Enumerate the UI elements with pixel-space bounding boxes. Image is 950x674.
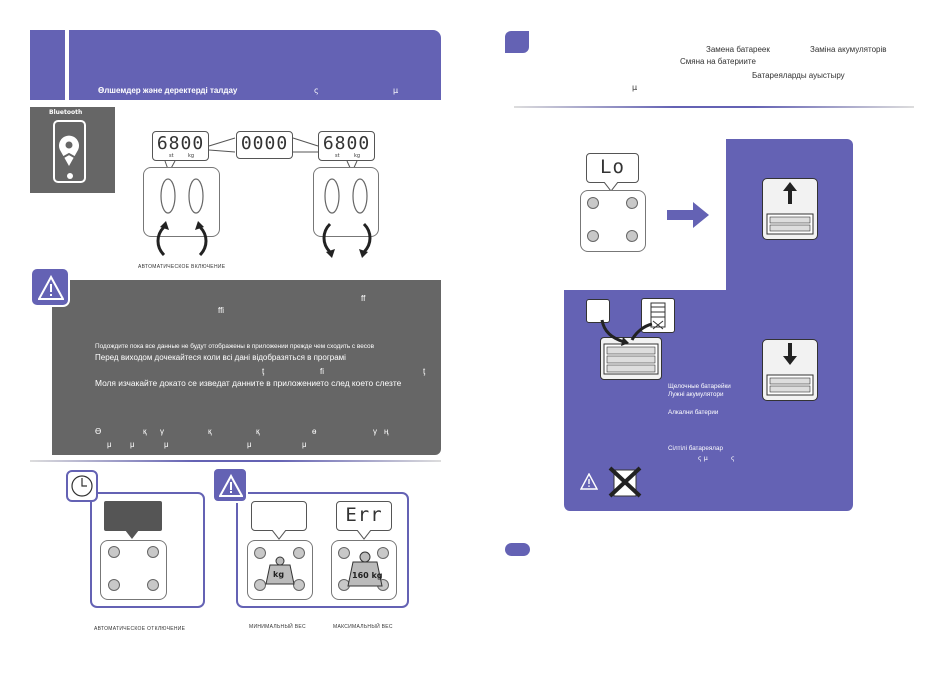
warning-box (52, 280, 441, 455)
arrows-down-icon (322, 222, 372, 258)
warning-triangle-icon (219, 474, 243, 497)
scale-footprints-on (143, 167, 220, 237)
scale-low-battery (580, 190, 646, 252)
right-header-frag: μ (632, 83, 638, 92)
blank-dark-display (104, 501, 162, 531)
warning-frag: fi (320, 367, 324, 376)
insert-arrows-icon (600, 319, 653, 346)
warning-kz-char: μ (247, 440, 252, 449)
warning-kz-char: γ (160, 427, 164, 436)
right-header-tab (505, 31, 529, 53)
battery-compartment-insert (600, 337, 662, 380)
scale-auto-off (100, 540, 167, 600)
battery-type-uk: Лужні акумулятори (668, 391, 724, 398)
batteries-icon (766, 213, 814, 235)
warning-kz-char: μ (130, 440, 135, 449)
battery-type-ru: Щелочные батарейки (668, 383, 731, 390)
lcd-blank-min (251, 501, 307, 531)
clock-badge (66, 470, 98, 502)
bluetooth-panel: Bluetooth (30, 107, 115, 193)
lcd-low-battery: Lo (586, 153, 639, 183)
display-pointer (272, 530, 286, 540)
auto-off-caption: АВТОМАТИЧЕСКОЕ ОТКЛЮЧЕНИЕ (94, 626, 186, 632)
auto-off-panel (90, 492, 205, 608)
warning-kz-char: Ө (95, 427, 102, 436)
right-header-ru: Замена батареек (706, 45, 770, 54)
warning-kz-char: μ (164, 440, 169, 449)
lcd-connector-lines (164, 137, 358, 174)
warning-frag: ţ (262, 367, 265, 376)
left-header-divider (65, 30, 69, 100)
right-header-kz: Батареяларды ауыстыру (752, 71, 845, 80)
lcd-err: Err (336, 501, 392, 531)
batteries-icon (766, 374, 814, 396)
warning-kz-char: қ (208, 427, 212, 436)
right-header-divider (514, 106, 914, 108)
warning-kz-char: қ (256, 427, 260, 436)
warning-text-uk: Перед виходом дочекайтеся коли всі дані … (95, 353, 346, 362)
arrow-right-icon (667, 202, 709, 228)
warning-kz-char: ө (312, 427, 317, 436)
arrow-up-icon (783, 182, 797, 204)
display-pointer (125, 530, 139, 539)
warning-frag: ţ (423, 367, 426, 376)
footprints-icon (160, 178, 204, 214)
warning-kz-char: μ (107, 440, 112, 449)
scale-footprints-off (313, 167, 379, 237)
right-section-tab (505, 543, 530, 556)
scale-min-weight (247, 540, 313, 600)
lcd-display-middle: 0000 (236, 131, 293, 159)
battery-compartment-close (762, 339, 818, 401)
display-pointer (357, 530, 371, 540)
battery-type-frag: ς (731, 455, 735, 462)
battery-type-kz: Сілтілі батареялар (668, 445, 723, 452)
warning-badge-small (212, 467, 248, 503)
left-header-frag: ς (314, 86, 319, 95)
warning-frag: ff (361, 294, 366, 303)
left-header-band (30, 30, 441, 100)
right-header-bg: Смяна на батериите (680, 57, 756, 66)
battery-compartment-open (762, 178, 818, 240)
arrow-down-icon (783, 343, 797, 365)
right-header-uk: Заміна акумуляторів (810, 45, 887, 54)
location-pin-icon (59, 135, 79, 166)
warning-kz-char: γ (373, 427, 377, 436)
warning-kz-char: ң (384, 427, 389, 436)
lcd-display-first: 6800 st kg (152, 131, 209, 161)
battery-type-bg: Алкални батерии (668, 409, 719, 416)
warning-kz-char: қ (143, 427, 147, 436)
left-header-frag: μ (393, 86, 399, 95)
warning-triangle-icon (38, 275, 64, 300)
left-header-title: Өлшемдер және деректерді талдау (98, 86, 238, 95)
max-weight-caption: МАКСИМАЛЬНЫЙ ВЕС (333, 624, 393, 630)
new-batteries-icon (586, 299, 610, 323)
warning-frag: ffi (218, 306, 225, 315)
bluetooth-label: Bluetooth (49, 109, 83, 116)
warning-text-bg: Моля изчакайте докато се изведат данните… (95, 378, 402, 388)
warning-triangle-icon (580, 473, 598, 490)
min-weight-caption: МИНИМАЛЬНЫЙ ВЕС (249, 624, 306, 630)
footprints-icon (324, 178, 368, 214)
weight-icon-min: kg (263, 553, 297, 587)
phone-home-button (67, 173, 73, 179)
clock-icon (71, 475, 93, 497)
weight-icon-max: 160 kg (345, 549, 385, 589)
auto-on-caption: АВТОМАТИЧЕСКОЕ ВКЛЮЧЕНИЕ (138, 264, 226, 270)
phone-icon: Bluetooth (49, 109, 86, 183)
weight-limit-panel (236, 492, 409, 608)
warning-badge (30, 267, 70, 307)
section-divider (30, 460, 441, 462)
warning-kz-char: μ (302, 440, 307, 449)
arrows-up-icon (156, 221, 208, 257)
battery-type-frag: ς μ (698, 455, 708, 462)
no-mixed-batteries-icon (608, 466, 642, 498)
lcd-display-last: 6800 st kg (318, 131, 375, 161)
warning-text-ru: Подождите пока все данные не будут отобр… (95, 343, 374, 350)
